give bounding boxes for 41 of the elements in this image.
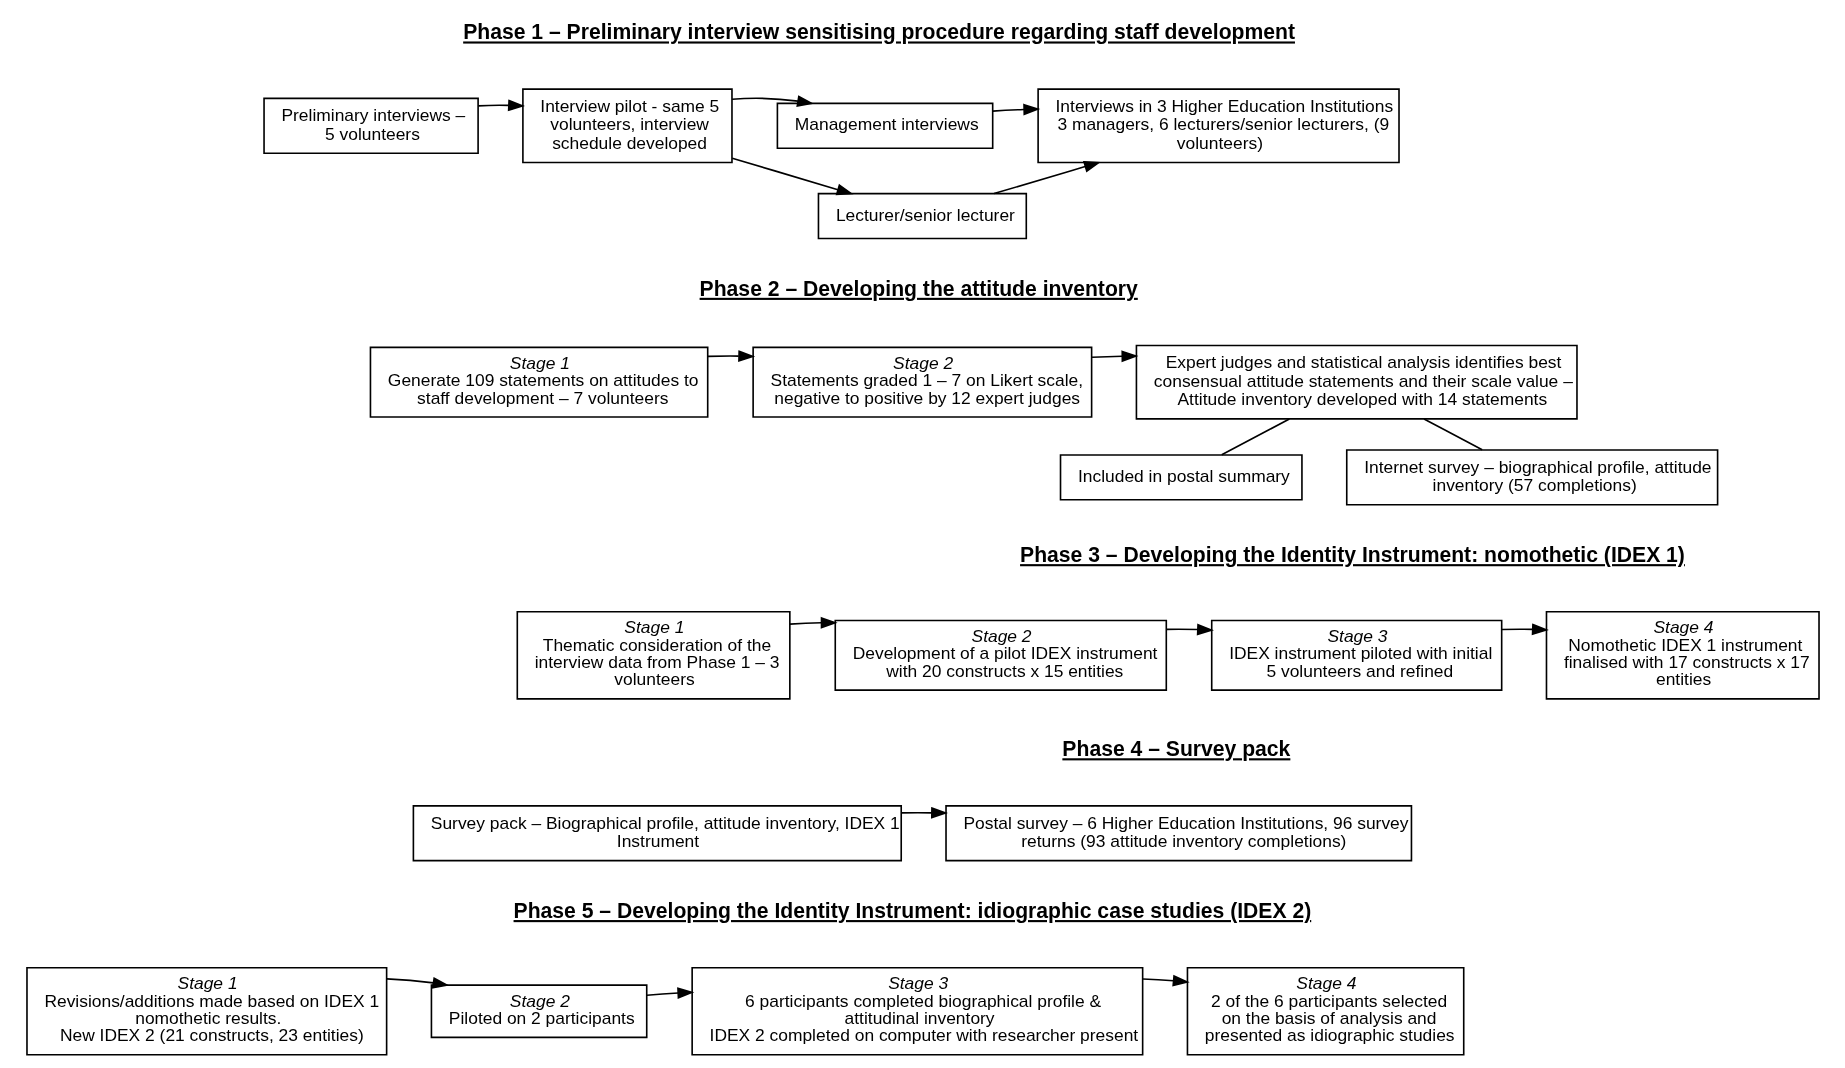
label: Phase 2 – Developing the attitude inventory <box>699 276 1138 300</box>
node-box: Stage 4 2 of the 6 participants selected on the basis of analysis and presented as idiographic studies <box>1186 966 1465 1056</box>
node-box: Stage 2 Piloted on 2 participants <box>430 984 648 1039</box>
arrow <box>992 161 1101 195</box>
arrow <box>900 806 948 819</box>
connector <box>1422 418 1483 451</box>
arrow <box>1500 623 1549 636</box>
node-box: Preliminary interviews – 5 volunteers <box>262 97 479 154</box>
node-box: Stage 1 Generate 109 statements on attitudes to staff development – 7 volunteers <box>369 346 708 418</box>
node-box: Stage 2 Development of a pilot IDEX instrument with 20 constructs x 15 entities <box>833 619 1167 691</box>
node-box: Management interviews <box>776 102 993 149</box>
node-box: Stage 4 Nomothetic IDEX 1 instrument finalised with 17 constructs x 17 entities <box>1545 610 1820 700</box>
node-box: Stage 1 Revisions/additions made based on IDEX 1 nomothetic results. New IDEX 2 (21 constructs, 23 entities) <box>25 966 387 1056</box>
node-box: Interview pilot - same 5 volunteers, interview schedule developed <box>521 88 733 164</box>
label: Phase 1 – Preliminary interview sensitising procedure regarding staff development <box>462 20 1295 44</box>
node-box: Internet survey – biographical profile, attitude inventory (57 completions) <box>1345 449 1718 506</box>
label: Phase 5 – Developing the Identity Instrument: idiographic case studies (IDEX 2) <box>513 899 1311 923</box>
node-box: Lecturer/senior lecturer <box>817 192 1027 240</box>
arrow <box>1141 974 1190 987</box>
arrow <box>730 157 853 196</box>
node-box: Expert judges and statistical analysis identifies best consensual attitude statements and their scale value – Attitude inventory developed with 14 statements <box>1135 344 1578 420</box>
connector <box>1220 418 1290 456</box>
arrow <box>706 350 755 362</box>
node-box: Stage 2 Statements graded 1 – 7 on Likert scale, negative to positive by 12 expert judges <box>751 346 1092 418</box>
arrow <box>1090 350 1138 363</box>
label: Phase 4 – Survey pack <box>1061 737 1290 761</box>
arrow <box>1165 623 1214 636</box>
node-box: Stage 1 Thematic consideration of the interview data from Phase 1 – 3 volunteers <box>516 610 791 700</box>
arrow <box>730 95 814 107</box>
arrow <box>645 987 694 999</box>
node-box: Included in postal summary <box>1059 454 1303 501</box>
node-box: Survey pack – Biographical profile, attitude inventory, IDEX 1 Instrument <box>412 805 902 862</box>
arrow <box>385 976 449 989</box>
node-box: Postal survey – 6 Higher Education Institutions, 96 survey returns (93 attitude inventory completions) <box>944 805 1412 862</box>
node-box: Stage 3 6 participants completed biographical profile & attitudinal inventory IDEX 2 completed on computer with researcher present <box>690 966 1143 1056</box>
arrow <box>476 99 525 112</box>
arrow <box>788 616 838 629</box>
label: Phase 3 – Developing the Identity Instrument: nomothetic (IDEX 1) <box>1019 543 1685 567</box>
arrow <box>991 103 1040 116</box>
node-box: Interviews in 3 Higher Education Institutions 3 managers, 6 lecturers/senior lecturers, (9 volunteers) <box>1036 88 1400 164</box>
node-box: Stage 3 IDEX instrument piloted with initial 5 volunteers and refined <box>1210 619 1502 691</box>
